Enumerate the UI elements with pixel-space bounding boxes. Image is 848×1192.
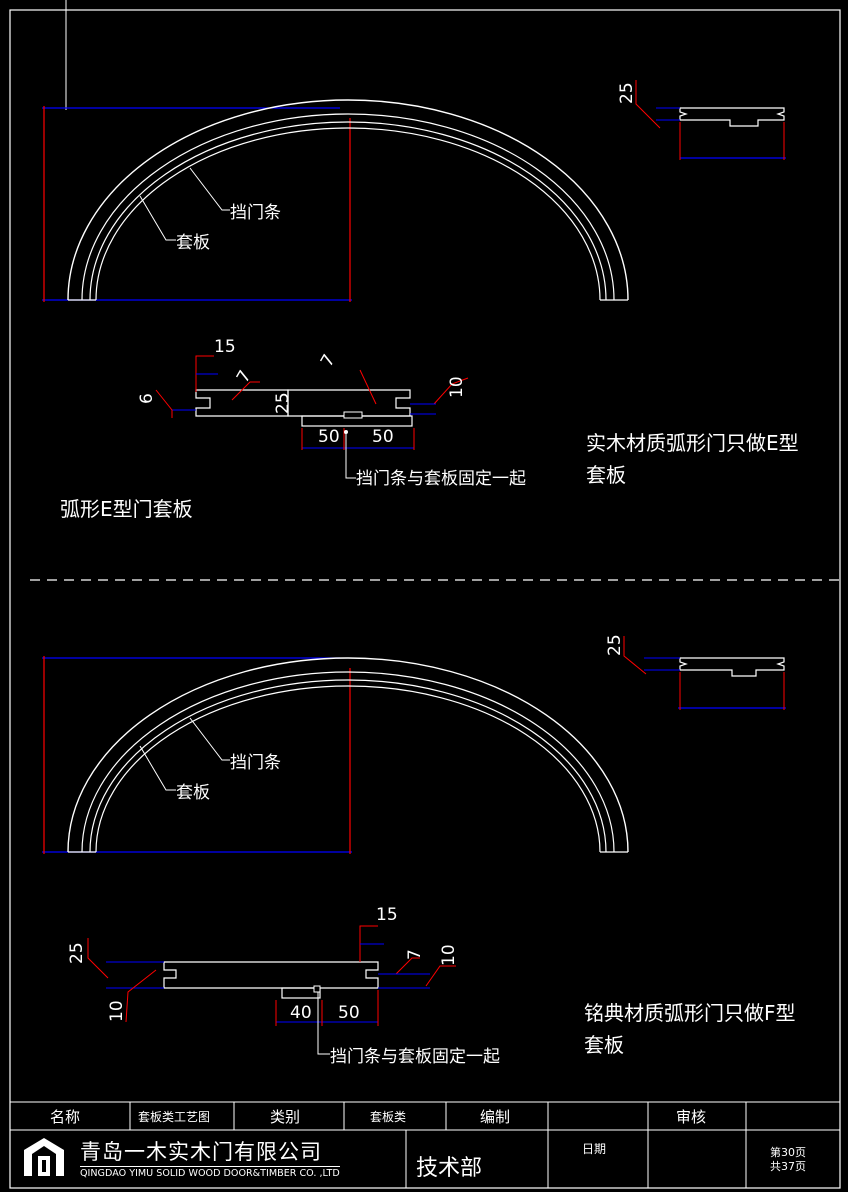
company-name-cn: 青岛一木实木门有限公司 <box>80 1140 322 1164</box>
top-drawing-title: 弧形E型门套板 <box>60 497 193 521</box>
title-block <box>9 1101 841 1189</box>
name-value: 套板类工艺图 <box>138 1110 211 1124</box>
name-label: 名称 <box>50 1108 81 1126</box>
top-note-line1: 实木材质弧形门只做E型 <box>586 431 799 455</box>
bottom-dim-25: 25 <box>67 942 87 964</box>
bottom-dim-10b: 10 <box>439 944 459 966</box>
top-dim-7a: 7 <box>233 367 256 386</box>
bottom-dim-15: 15 <box>376 905 398 925</box>
top-dim-50a: 50 <box>318 427 340 447</box>
bottom-cross-section: 15 25 10 7 10 40 50 挡门条与套板固定一起 <box>67 905 500 1067</box>
department-name: 技术部 <box>416 1156 483 1181</box>
top-leader-doorstop: 挡门条 <box>230 203 281 223</box>
bottom-leader-casing: 套板 <box>176 783 210 803</box>
category-label: 类别 <box>270 1108 301 1126</box>
bottom-small-section: 25 <box>605 634 786 710</box>
bottom-dim-50: 50 <box>338 1003 360 1023</box>
date-label: 日期 <box>582 1142 607 1156</box>
bottom-dim-10a: 10 <box>107 1000 127 1022</box>
top-dim-6: 6 <box>137 393 157 404</box>
top-dim-7b: 7 <box>317 351 340 370</box>
bottom-arch-group: 挡门条 套板 <box>42 656 629 854</box>
bottom-note-line2: 套板 <box>584 1033 624 1057</box>
bottom-fix-note: 挡门条与套板固定一起 <box>330 1047 500 1067</box>
top-note-line2: 套板 <box>586 463 626 487</box>
top-dim-15: 15 <box>214 337 236 357</box>
bottom-note-line1: 铭典材质弧形门只做F型 <box>584 1001 796 1025</box>
bottom-dim-7: 7 <box>405 949 425 960</box>
top-cross-section: 15 6 7 25 7 10 50 50 挡门条与套板固定一起 <box>137 337 526 489</box>
bottom-leader-doorstop: 挡门条 <box>230 753 281 773</box>
review-label: 审核 <box>676 1108 707 1126</box>
top-dim-25: 25 <box>273 392 293 414</box>
category-value: 套板类 <box>370 1110 407 1124</box>
arch-outer-line <box>67 99 629 301</box>
bottom-dim-40: 40 <box>290 1003 312 1023</box>
page-total: 共37页 <box>770 1160 806 1173</box>
top-arch-group: 挡门条 套板 <box>42 99 629 302</box>
company-logo <box>24 1138 64 1176</box>
top-fix-note: 挡门条与套板固定一起 <box>356 469 526 489</box>
top-dim-10: 10 <box>447 376 467 398</box>
top-dim-section-height: 25 <box>617 82 637 104</box>
company-name-en: QINGDAO YIMU SOLID WOOD DOOR&TIMBER CO. … <box>80 1166 340 1179</box>
top-small-section: 25 <box>617 80 786 160</box>
top-leader-casing: 套板 <box>176 233 210 253</box>
top-dim-50b: 50 <box>372 427 394 447</box>
page-current: 第30页 <box>770 1146 806 1159</box>
bottom-dim-section-height: 25 <box>605 634 625 656</box>
compiled-label: 编制 <box>480 1108 511 1126</box>
